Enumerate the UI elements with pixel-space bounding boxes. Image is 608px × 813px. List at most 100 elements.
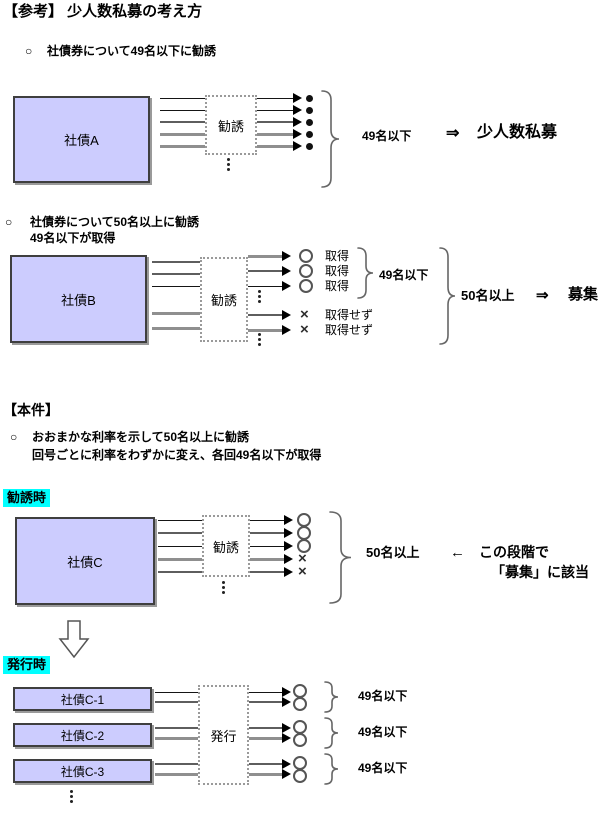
arrowhead-icon bbox=[293, 105, 302, 115]
investor-dot bbox=[306, 131, 313, 138]
arrow-line bbox=[249, 701, 282, 703]
arrowhead-icon bbox=[293, 117, 302, 127]
vertical-ellipsis bbox=[222, 581, 225, 594]
arrow-line bbox=[249, 763, 282, 765]
section-b-sub-count: 49名以下 bbox=[379, 268, 429, 282]
arrow-line bbox=[250, 546, 284, 547]
arrowhead-icon bbox=[293, 141, 302, 151]
arrow-line bbox=[250, 558, 284, 561]
arrow-line bbox=[248, 255, 282, 258]
arrow-line bbox=[250, 571, 284, 573]
bond-c1-box: 社債C-1 bbox=[13, 687, 152, 711]
arrow-line bbox=[248, 286, 282, 287]
arrowhead-icon bbox=[282, 723, 291, 733]
connector-line bbox=[155, 773, 198, 776]
investor-dot bbox=[306, 95, 313, 102]
vertical-ellipsis bbox=[227, 158, 230, 171]
acquirer-circle-icon bbox=[297, 526, 311, 540]
arrowhead-icon bbox=[282, 733, 291, 743]
arrow-line bbox=[250, 532, 284, 534]
connector-line bbox=[152, 261, 200, 263]
bullet-circle-icon: ○ bbox=[25, 44, 33, 58]
section-a-heading: 社債券について49名以下に勧誘 bbox=[47, 44, 216, 58]
down-block-arrow-icon bbox=[58, 620, 90, 658]
left-arrow-icon: ← bbox=[450, 544, 465, 561]
brace-icon bbox=[324, 717, 339, 749]
arrow-line bbox=[257, 133, 293, 136]
honken-heading: 【本件】 bbox=[3, 402, 59, 418]
arrow-line bbox=[249, 737, 282, 740]
vertical-ellipsis bbox=[258, 333, 261, 346]
bond-c3-label: 社債C-3 bbox=[60, 764, 105, 779]
investor-dot bbox=[306, 119, 313, 126]
connector-line bbox=[155, 763, 198, 765]
arrow-line bbox=[248, 329, 282, 332]
connector-line bbox=[152, 327, 200, 330]
solicitation-process-label: 勧誘 bbox=[212, 539, 239, 555]
connector-line bbox=[160, 98, 205, 99]
brace-icon bbox=[439, 247, 456, 345]
arrowhead-icon bbox=[293, 93, 302, 103]
arrow-line bbox=[250, 520, 284, 521]
arrowhead-icon bbox=[282, 310, 291, 320]
stage-note-line2: 「募集」に該当 bbox=[491, 564, 589, 580]
connector-line bbox=[155, 701, 198, 703]
acquirer-circle-icon bbox=[297, 539, 311, 553]
section-b-heading-line2: 49名以下が取得 bbox=[30, 231, 116, 245]
brace-icon bbox=[329, 511, 352, 604]
not-acquired-label: 取得せず bbox=[325, 323, 374, 337]
section-b-count: 50名以上 bbox=[461, 288, 515, 303]
arrow-line bbox=[249, 773, 282, 776]
arrowhead-icon bbox=[284, 567, 293, 577]
brace-icon bbox=[357, 247, 374, 299]
arrowhead-icon bbox=[284, 528, 293, 538]
solicitation-process-label: 勧誘 bbox=[217, 118, 244, 134]
arrowhead-icon bbox=[282, 769, 291, 779]
acquirer-circle-icon bbox=[297, 513, 311, 527]
connector-line bbox=[158, 546, 202, 547]
bond-c1-label: 社債C-1 bbox=[60, 692, 105, 707]
row2-count: 49名以下 bbox=[358, 725, 408, 739]
arrowhead-icon bbox=[282, 697, 291, 707]
arrow-line bbox=[248, 314, 282, 316]
vertical-ellipsis bbox=[258, 290, 261, 303]
arrowhead-icon bbox=[282, 759, 291, 769]
arrowhead-icon bbox=[282, 687, 291, 697]
arrowhead-icon bbox=[284, 541, 293, 551]
arrow-line bbox=[249, 692, 282, 693]
cross-icon: × bbox=[300, 306, 309, 323]
arrowhead-icon bbox=[282, 251, 291, 261]
bond-c3-box: 社債C-3 bbox=[13, 759, 152, 783]
investor-dot bbox=[306, 107, 313, 114]
issuance-process-label: 発行 bbox=[210, 728, 237, 744]
page-title: 【参考】 少人数私募の考え方 bbox=[3, 3, 203, 20]
acquirer-circle-icon bbox=[293, 733, 307, 747]
cross-icon: × bbox=[298, 550, 307, 567]
acquirer-circle-icon bbox=[299, 264, 313, 278]
connector-line bbox=[158, 532, 202, 534]
stage-note-line1: この段階で bbox=[479, 544, 549, 560]
arrowhead-icon bbox=[284, 515, 293, 525]
arrowhead-icon bbox=[282, 325, 291, 335]
acquirer-circle-icon bbox=[293, 720, 307, 734]
connector-line bbox=[160, 145, 205, 148]
acquirer-circle-icon bbox=[299, 249, 313, 263]
arrowhead-icon bbox=[282, 281, 291, 291]
implies-arrow-icon: ⇒ bbox=[446, 125, 460, 142]
arrow-line bbox=[249, 727, 282, 729]
arrow-line bbox=[248, 270, 282, 272]
investor-dot bbox=[306, 143, 313, 150]
connector-line bbox=[158, 520, 202, 521]
arrow-line bbox=[257, 145, 293, 148]
acquirer-circle-icon bbox=[299, 279, 313, 293]
acquirer-circle-icon bbox=[293, 769, 307, 783]
arrow-line bbox=[257, 98, 293, 99]
solicitation-process-label: 勧誘 bbox=[210, 293, 237, 308]
acquired-label: 取得 bbox=[325, 279, 350, 293]
issuance-stage-tag: 発行時 bbox=[3, 656, 51, 674]
acquirer-circle-icon bbox=[293, 697, 307, 711]
solicitation-process-box: 勧誘 bbox=[200, 257, 248, 342]
arrowhead-icon bbox=[282, 266, 291, 276]
section-b-heading-line1: 社債券について50名以上に勧誘 bbox=[30, 215, 199, 229]
